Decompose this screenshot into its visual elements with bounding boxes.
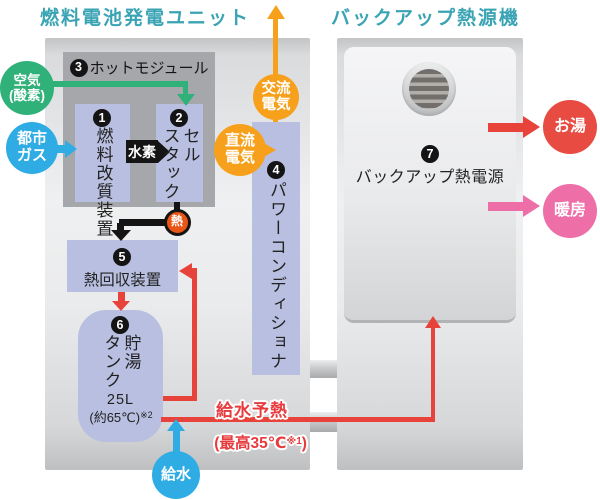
hot-water-arrowhead <box>523 116 540 138</box>
fuel-cell-unit-title: 燃料電池発電ユニット <box>40 8 251 29</box>
hydrogen-arrow: 水素 <box>126 140 158 163</box>
dc-power-badge: 直流 電気 <box>214 124 266 176</box>
city-gas-arrowhead <box>65 140 77 158</box>
hot-water-line <box>488 122 524 132</box>
ac-power-line <box>273 18 278 122</box>
water-supply-badge: 給水 <box>152 451 200 499</box>
reformer-number: 1 <box>93 109 111 127</box>
vent-icon <box>402 62 456 116</box>
preheat-title: 給水予熱 <box>216 401 288 420</box>
preheat-detail-text: (最高35℃ <box>214 435 287 452</box>
heat-arrowhead <box>110 229 131 241</box>
heating-arrowhead <box>523 195 540 217</box>
heating-line <box>488 201 524 211</box>
power-conditioner-label-wrap: パワーコンディショナ <box>252 181 300 375</box>
pipe-upper <box>307 360 340 378</box>
city-gas-badge: 都市 ガス <box>6 122 58 174</box>
hot-module-header: 3 ホットモジュール <box>63 57 215 78</box>
heat-line-v <box>117 223 124 231</box>
tank-number: 6 <box>111 316 129 334</box>
preheat-line-v <box>430 327 436 422</box>
hydrogen-label: 水素 <box>128 143 156 160</box>
tank-temperature-value: (約65℃) <box>89 410 141 425</box>
backup-heater-label: バックアップ熱電源 <box>355 169 505 186</box>
tank-loop-line-v <box>192 268 197 401</box>
preheat-line-h <box>161 417 435 422</box>
air-flow-arrowhead <box>176 94 195 106</box>
recovery-to-tank-arrowhead <box>112 301 130 311</box>
tank-label-wrap: 貯湯 タンク <box>78 334 163 406</box>
tank-loop-arrowhead <box>179 262 192 279</box>
preheat-note: ※1 <box>286 436 302 447</box>
backup-unit-title: バックアップ熱源機 <box>331 8 521 29</box>
tank-loop-line-h <box>163 395 195 401</box>
hot-water-badge: お湯 <box>543 100 597 154</box>
tank-capacity: 25L <box>106 392 135 408</box>
heat-recovery-number: 5 <box>113 248 131 266</box>
cell-stack-label: セル スタック <box>160 127 200 201</box>
air-badge: 空気 (酸素) <box>0 61 54 115</box>
tank-temperature: (約65℃)※2 <box>66 407 176 426</box>
preheat-close-paren: ) <box>301 435 307 452</box>
hot-module-number: 3 <box>69 58 88 77</box>
city-gas-line <box>55 144 66 153</box>
heating-badge: 暖房 <box>543 184 597 238</box>
cell-stack-label-wrap: セル スタック <box>156 127 203 203</box>
preheat-detail: (最高35℃※1) <box>172 413 332 471</box>
backup-heater-number: 7 <box>421 145 439 163</box>
reformer-label: 燃料改質装置 <box>93 127 113 238</box>
tank-temperature-note: ※2 <box>140 410 153 420</box>
heat-badge: 熱 <box>163 208 191 236</box>
water-supply-arrowhead <box>167 419 185 431</box>
power-conditioner-label: パワーコンディショナ <box>267 181 286 371</box>
air-flow-line-v <box>182 81 188 96</box>
hydrogen-arrowhead <box>157 140 170 163</box>
reformer-label-wrap: 燃料改質装置 <box>75 127 130 238</box>
cell-stack-number: 2 <box>170 109 188 127</box>
heat-recovery-label: 熱回収装置 <box>83 272 162 289</box>
ac-power-arrowhead <box>266 5 285 19</box>
vent-slats <box>409 69 449 109</box>
heat-line-h <box>119 218 166 226</box>
air-flow-line-h <box>48 81 188 87</box>
water-supply-line <box>172 431 180 452</box>
preheat-arrowhead <box>425 316 441 328</box>
hot-module-label: ホットモジュール <box>89 60 209 77</box>
power-conditioner-number: 4 <box>267 161 285 179</box>
recovery-to-tank-line <box>117 292 125 302</box>
ac-power-badge: 交流 電気 <box>253 74 299 120</box>
tank-label: 貯湯 タンク <box>101 334 141 390</box>
